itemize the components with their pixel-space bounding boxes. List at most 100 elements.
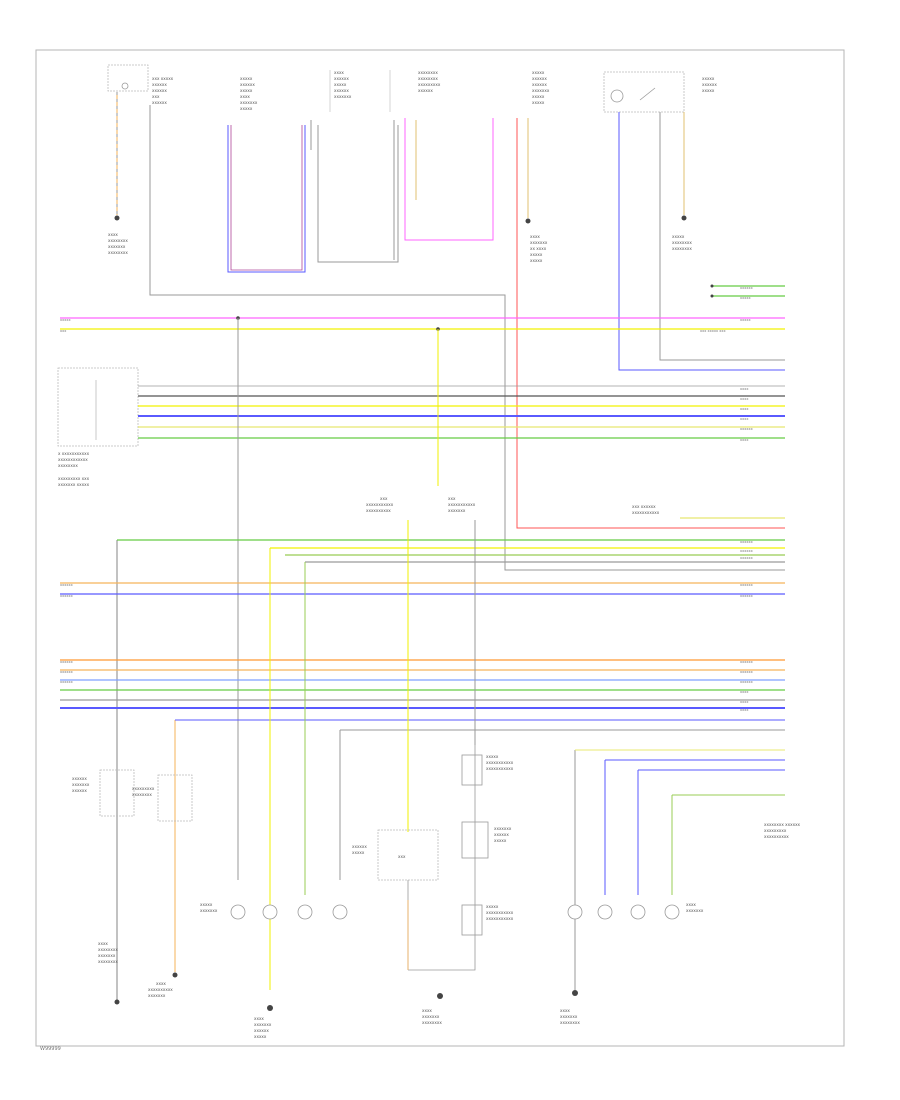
footer-code: W99999 [40, 1046, 61, 1052]
svg-text:xxxx: xxxx [334, 70, 344, 75]
svg-text:xxxxxxxxxxx: xxxxxxxxxxx [486, 910, 514, 915]
bus-3 [60, 517, 785, 1000]
lamps [230, 904, 680, 920]
svg-text:xxxxxxxxxxx: xxxxxxxxxxx [486, 766, 514, 771]
svg-text:xxxxxxxx: xxxxxxxx [422, 1020, 442, 1025]
svg-text:xxxxxxx: xxxxxxx [148, 993, 166, 998]
svg-text:xxxxxxxx: xxxxxxxx [108, 238, 128, 243]
svg-text:xxxxxxxxxxx: xxxxxxxxxxx [486, 760, 514, 765]
svg-text:xxxxxx: xxxxxx [740, 540, 754, 544]
svg-text:xxxxxx: xxxxxx [532, 76, 547, 81]
svg-text:xxxxx: xxxxx [532, 94, 545, 99]
svg-text:xxxx: xxxx [156, 981, 166, 986]
bus-multicolor-4 [60, 659, 785, 709]
svg-text:xxxxxx: xxxxxx [152, 88, 167, 93]
svg-text:xxxxx: xxxxx [240, 76, 253, 81]
svg-text:xxxxxxx: xxxxxxx [532, 88, 550, 93]
svg-text:xxxxx: xxxxx [486, 904, 499, 909]
svg-text:xxxxxxxx: xxxxxxxx [418, 76, 438, 81]
svg-text:xxxx: xxxx [740, 387, 749, 391]
svg-text:xxx xxxxx xxx: xxx xxxxx xxx [700, 329, 727, 333]
svg-text:xxxxxxxxxxx: xxxxxxxxxxx [448, 502, 476, 507]
svg-text:xxxxxxxx xxxxxx: xxxxxxxx xxxxxx [764, 822, 801, 827]
svg-text:xxxxxx: xxxxxx [60, 660, 74, 664]
svg-text:xxxxxx: xxxxxx [334, 76, 349, 81]
svg-text:xxxxxxxxxxx: xxxxxxxxxxx [366, 502, 394, 507]
svg-text:xxxxxx: xxxxxx [740, 556, 754, 560]
svg-text:xxxxxxx: xxxxxxx [108, 244, 126, 249]
svg-text:xxxxxxx: xxxxxxx [200, 908, 218, 913]
svg-text:xxxxxx: xxxxxx [60, 680, 74, 684]
bus-multicolor-2 [138, 385, 785, 439]
svg-text:xxxx: xxxx [686, 902, 696, 907]
svg-text:xxxx: xxxx [254, 1016, 264, 1021]
svg-text:xxxxxxx: xxxxxxx [334, 94, 352, 99]
svg-text:xxxxx: xxxxx [702, 76, 715, 81]
svg-text:xxxxxxxx: xxxxxxxx [672, 246, 692, 251]
svg-text:xxxxx: xxxxx [240, 106, 253, 111]
svg-text:xxxxxx: xxxxxx [740, 670, 754, 674]
svg-text:xxxxx: xxxxx [702, 88, 715, 93]
svg-text:xxxx: xxxx [740, 690, 749, 694]
svg-text:xxxxxx: xxxxxx [60, 594, 74, 598]
svg-text:xxxxx: xxxxx [672, 234, 685, 239]
svg-text:xxxxxx: xxxxxx [532, 82, 547, 87]
svg-text:xxxxxxx: xxxxxxx [686, 908, 704, 913]
left-connector-block [57, 367, 139, 447]
svg-text:xxxxxxxxxxx: xxxxxxxxxxx [632, 510, 660, 515]
svg-text:xxxx: xxxx [98, 941, 108, 946]
svg-text:xxxxxxxxxx: xxxxxxxxxx [366, 508, 391, 513]
diagram-frame [35, 49, 845, 1047]
svg-text:xxxxxxxx: xxxxxxxx [672, 240, 692, 245]
ground-points [114, 972, 578, 1011]
right-side-tags: xxxxxxxxxxx xxxxxxxx xxxxx xxx xxxxxxxxx… [60, 286, 754, 712]
center-lower-components [377, 745, 489, 971]
svg-text:xxxxx: xxxxx [240, 88, 253, 93]
svg-text:xxxx: xxxx [740, 417, 749, 421]
svg-text:xxxxxx: xxxxxx [702, 82, 717, 87]
top-components [107, 64, 685, 113]
svg-text:xxxxxxxxxx: xxxxxxxxxx [764, 834, 789, 839]
svg-text:xxxxx: xxxxx [486, 754, 499, 759]
svg-text:xx xxxx: xx xxxx [530, 246, 547, 251]
svg-text:xxxxxx: xxxxxx [740, 286, 754, 290]
svg-text:xxxxxx: xxxxxx [240, 82, 255, 87]
svg-text:xxxx: xxxx [740, 397, 749, 401]
svg-text:xxx: xxx [448, 496, 456, 501]
svg-text:x xxxxxxxxxxx: x xxxxxxxxxxx [58, 451, 90, 456]
svg-text:xxxx: xxxx [422, 1008, 432, 1013]
svg-text:xxxxxx: xxxxxx [740, 660, 754, 664]
svg-text:xxxxx: xxxxx [532, 70, 545, 75]
svg-text:xxxxxx: xxxxxx [740, 427, 754, 431]
svg-text:xxxxxxx: xxxxxxx [448, 508, 466, 513]
svg-text:xxxxxx: xxxxxx [418, 88, 433, 93]
svg-text:xxxxxx: xxxxxx [60, 670, 74, 674]
svg-text:xxxxxxx: xxxxxxx [530, 240, 548, 245]
svg-text:xxxxxx: xxxxxx [740, 680, 754, 684]
svg-text:xxxxxxx xxxxx: xxxxxxx xxxxx [58, 482, 90, 487]
svg-text:xxxxxx: xxxxxx [72, 788, 87, 793]
svg-text:xxxxx: xxxxx [200, 902, 213, 907]
right-connectors-top [710, 284, 785, 298]
svg-text:xxxx: xxxx [560, 1008, 570, 1013]
svg-text:xxxxxxxxxxxx: xxxxxxxxxxxx [58, 457, 88, 462]
svg-text:xxxxxxxxxxx: xxxxxxxxxxx [486, 916, 514, 921]
svg-text:xxxxxx: xxxxxx [152, 82, 167, 87]
svg-text:xxxxxxxx: xxxxxxxx [108, 250, 128, 255]
svg-text:xxxxxxx: xxxxxxx [254, 1022, 272, 1027]
svg-text:xxxxxxx: xxxxxxx [240, 100, 258, 105]
svg-text:xxxxxx: xxxxxx [740, 594, 754, 598]
svg-text:xxxxxxx: xxxxxxx [560, 1014, 578, 1019]
svg-text:xxxxxxxxx: xxxxxxxxx [764, 828, 787, 833]
svg-text:xxxxxxxx: xxxxxxxx [98, 947, 118, 952]
svg-text:xxxxx: xxxxx [530, 252, 543, 257]
svg-text:xxxx: xxxx [530, 234, 540, 239]
svg-text:xxxxxx: xxxxxx [352, 844, 367, 849]
svg-text:xxxxxxxx: xxxxxxxx [98, 959, 118, 964]
